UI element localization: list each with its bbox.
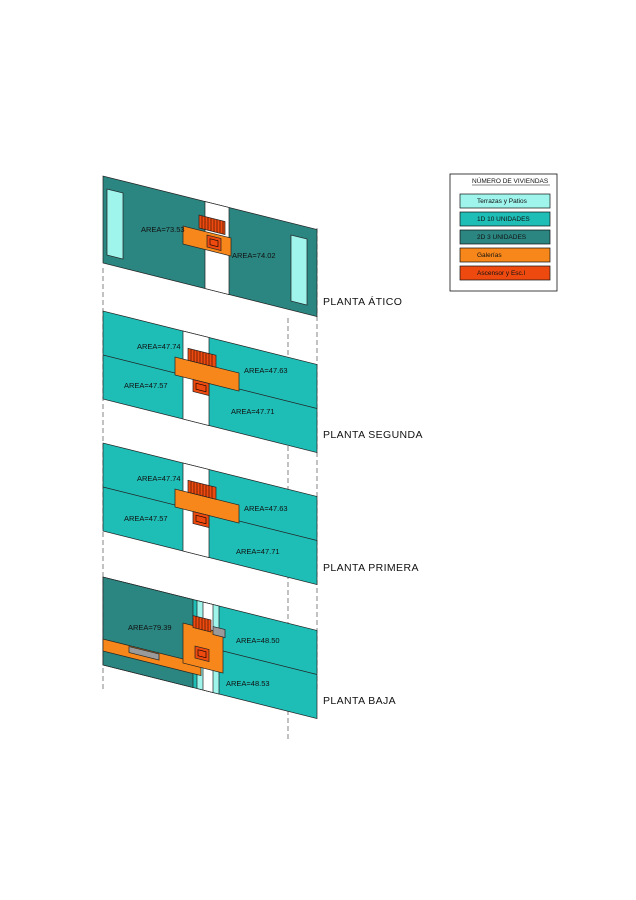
floor-label-atico: PLANTA ÁTICO <box>323 295 402 308</box>
legend: NÚMERO DE VIVIENDAS Terrazas y Patios 1D… <box>449 173 558 292</box>
floor-label-segunda: PLANTA SEGUNDA <box>323 429 423 441</box>
legend-label: 2D 3 UNIDADES <box>477 234 527 241</box>
floor-segunda: AREA=47.74 AREA=47.63 AREA=47.57 AREA=47… <box>102 310 423 453</box>
area-label: AREA=48.50 <box>236 636 280 645</box>
legend-swatch-1d <box>459 211 551 227</box>
floor-label-baja: PLANTA BAJA <box>323 695 396 707</box>
area-label: AREA=47.74 <box>137 342 181 351</box>
area-label: AREA=47.57 <box>124 381 168 390</box>
area-label: AREA=47.74 <box>137 474 181 483</box>
floor-baja: AREA=79.39 AREA=48.50 AREA=48.53 PLANTA … <box>102 576 396 719</box>
legend-swatch-ascensor <box>459 265 551 281</box>
legend-swatch-terrazas <box>459 193 551 209</box>
baja-2d-unit <box>102 576 194 688</box>
floor-primera: AREA=47.74 AREA=47.63 AREA=47.57 AREA=47… <box>102 442 419 585</box>
area-label: AREA=47.71 <box>231 407 275 416</box>
legend-swatch-galerias <box>459 247 551 263</box>
floor-atico: AREA=73.53 AREA=74.02 PLANTA ÁTICO <box>102 175 402 317</box>
area-label: AREA=74.02 <box>232 251 276 260</box>
atico-stair <box>198 214 226 235</box>
area-label: AREA=48.53 <box>226 679 270 688</box>
legend-title: NÚMERO DE VIVIENDAS <box>472 176 549 185</box>
area-label: AREA=79.39 <box>128 623 172 632</box>
area-label: AREA=47.57 <box>124 514 168 523</box>
area-label: AREA=73.53 <box>141 225 185 234</box>
legend-label: Ascensor y Esc.l <box>477 270 526 277</box>
baja-storage-2 <box>212 626 226 638</box>
atico-terrace-right <box>290 234 308 306</box>
floor-label-primera: PLANTA PRIMERA <box>323 562 419 574</box>
legend-swatch-2d <box>459 229 551 245</box>
area-label: AREA=47.63 <box>244 366 288 375</box>
legend-label: Terrazas y Patios <box>477 198 528 205</box>
atico-terrace-left <box>106 188 124 260</box>
area-label: AREA=47.63 <box>244 504 288 513</box>
baja-storage <box>128 646 160 661</box>
legend-label: 1D 10 UNIDADES <box>477 216 530 223</box>
legend-label: Galerías <box>477 252 502 259</box>
area-label: AREA=47.71 <box>236 547 280 556</box>
